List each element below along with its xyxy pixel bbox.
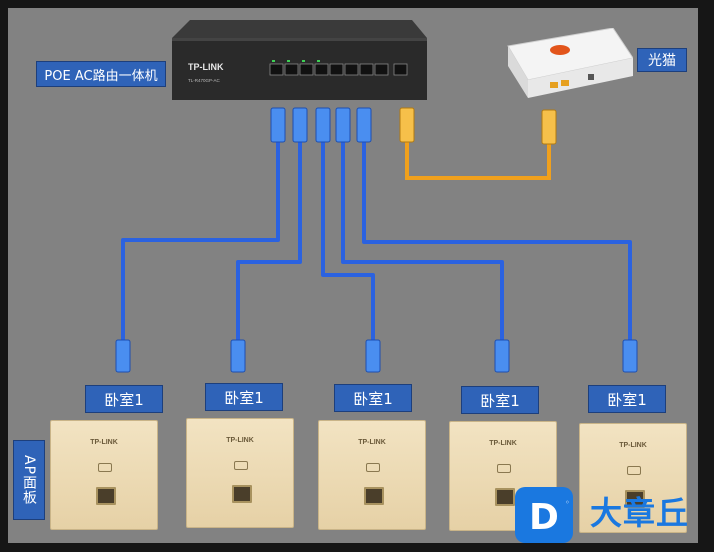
watermark-logo-icon: D ◦ (515, 487, 573, 543)
watermark-text: 大章丘 (590, 494, 690, 532)
ap-led-indicator (234, 461, 248, 470)
optical-modem (507, 28, 633, 98)
ap-led-indicator (627, 466, 641, 475)
svg-text:◦: ◦ (565, 498, 570, 507)
connector-top-5 (356, 107, 372, 143)
room-label-5: 卧室1 (588, 385, 666, 413)
ap-panel-label: AP面板 (13, 440, 45, 520)
ap-ethernet-port (495, 488, 515, 506)
ap-brand: TP-LINK (358, 439, 386, 446)
uplink-connector-modem (541, 109, 557, 145)
connector-bottom-4 (494, 339, 510, 373)
cable-3 (321, 140, 375, 345)
ap-ethernet-port (625, 490, 645, 508)
uplink-cable (405, 140, 551, 180)
ap-brand: TP-LINK (489, 440, 517, 447)
ap-panel-2: TP-LINK (186, 418, 294, 528)
connector-bottom-3 (365, 339, 381, 373)
ap-led-indicator (98, 463, 112, 472)
ap-ethernet-port (232, 485, 252, 503)
ap-panel-1: TP-LINK (50, 420, 158, 530)
ap-brand: TP-LINK (619, 442, 647, 449)
connector-top-3 (315, 107, 331, 143)
room-label-3: 卧室1 (334, 384, 412, 412)
connector-bottom-1 (115, 339, 131, 373)
cable-2 (236, 140, 302, 345)
svg-text:TP-LINK: TP-LINK (188, 62, 224, 72)
cable-4 (341, 140, 504, 345)
room-label-1: 卧室1 (85, 385, 163, 413)
connector-bottom-2 (230, 339, 246, 373)
poe-ac-router: TP-LINK TL-R470GP-AC (172, 20, 427, 100)
ap-led-indicator (366, 463, 380, 472)
room-label-4: 卧室1 (461, 386, 539, 414)
ap-brand: TP-LINK (90, 439, 118, 446)
modem-label: 光猫 (637, 48, 687, 72)
router-label: POE AC路由一体机 (36, 61, 166, 87)
ap-panel-5: TP-LINK (579, 423, 687, 533)
svg-text:TL-R470GP-AC: TL-R470GP-AC (188, 78, 221, 83)
ap-ethernet-port (364, 487, 384, 505)
uplink-connector-router (399, 107, 415, 143)
ap-panel-3: TP-LINK (318, 420, 426, 530)
connector-top-4 (335, 107, 351, 143)
svg-text:D: D (529, 497, 559, 538)
connector-top-2 (292, 107, 308, 143)
connector-bottom-5 (622, 339, 638, 373)
ap-ethernet-port (96, 487, 116, 505)
cable-1 (121, 140, 280, 345)
cable-5 (362, 140, 632, 345)
ap-brand: TP-LINK (226, 437, 254, 444)
connector-top-1 (270, 107, 286, 143)
room-label-2: 卧室1 (205, 383, 283, 411)
ap-led-indicator (497, 464, 511, 473)
